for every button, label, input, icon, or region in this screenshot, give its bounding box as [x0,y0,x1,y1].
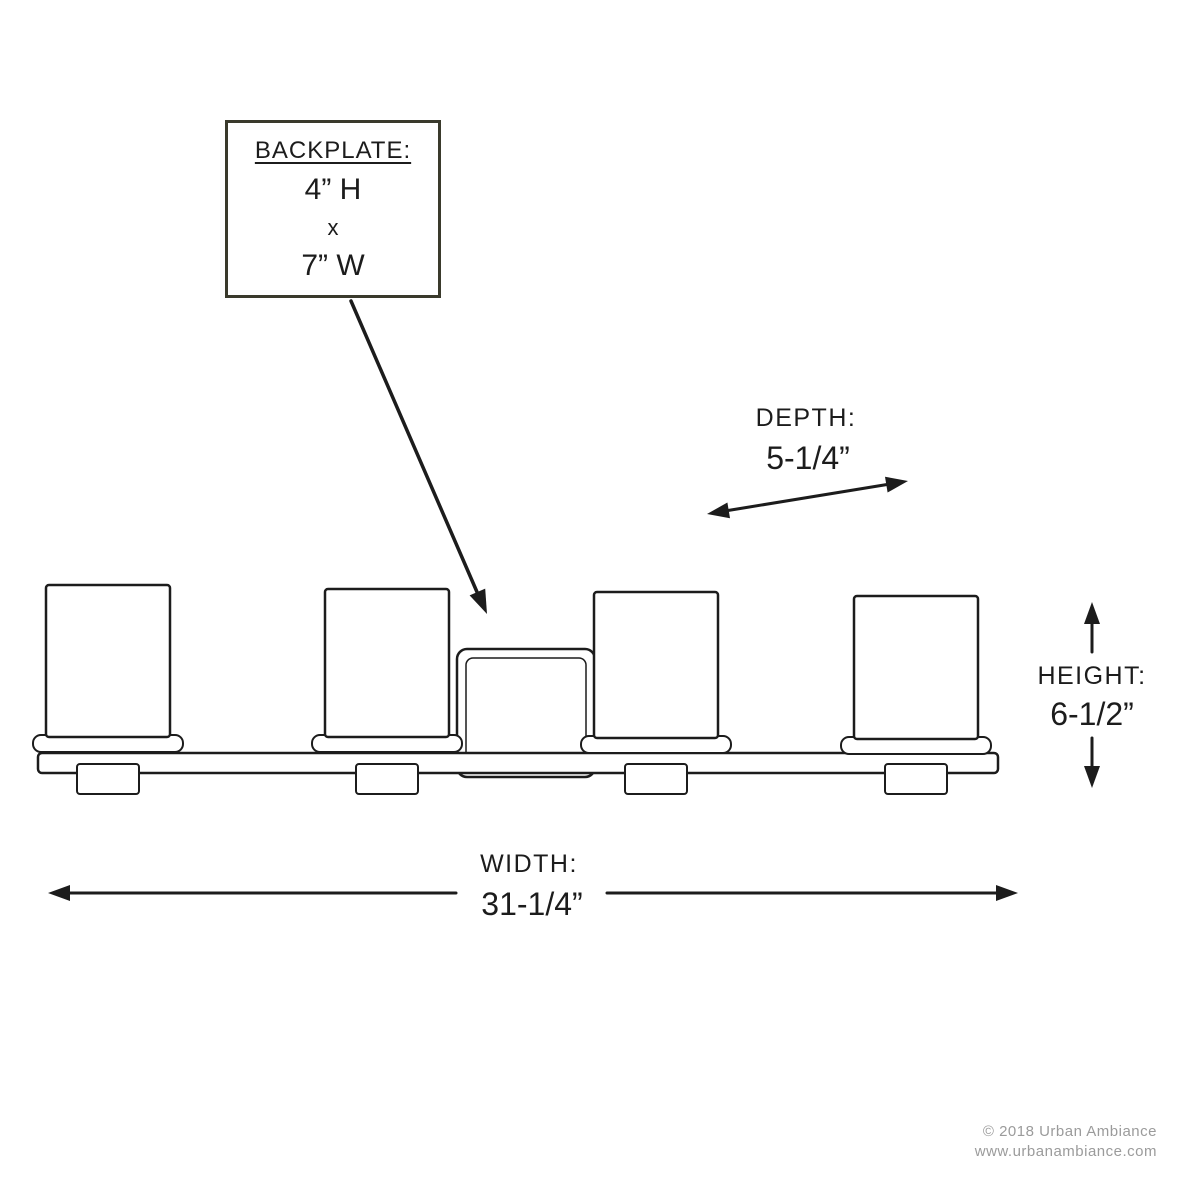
footer-copyright: © 2018 Urban Ambiance [982,1123,1157,1140]
backplate-width-value: 7” W [301,249,365,282]
backplate-height-value: 4” H [304,173,362,206]
depth-label: DEPTH: [755,404,857,432]
height-value: 6-1/2” [1050,696,1134,732]
shade-1 [44,583,172,739]
footer: © 2018 Urban Ambiance www.urbanambiance.… [975,1122,1157,1162]
footer-website: www.urbanambiance.com [974,1143,1157,1160]
height-arrow [1084,602,1100,788]
depth-value: 5-1/4” [766,440,850,476]
shade-3 [592,590,720,740]
width-arrow [48,885,1018,901]
arm-mounts [76,763,948,795]
glass-shades [44,583,980,741]
backplate-pointer-arrow [349,299,487,614]
width-label: WIDTH: [480,850,578,878]
depth-arrow [707,476,908,519]
height-label: HEIGHT: [1037,662,1147,690]
backplate-title: BACKPLATE: [254,137,412,164]
backplate-separator: x [327,215,339,240]
shade-4 [852,594,980,741]
width-value: 31-1/4” [481,886,583,922]
shade-2 [323,587,451,739]
mounting-bar [36,751,1000,775]
backplate-info-box: BACKPLATE: 4” H x 7” W [225,120,441,298]
shade-holders [32,734,992,755]
